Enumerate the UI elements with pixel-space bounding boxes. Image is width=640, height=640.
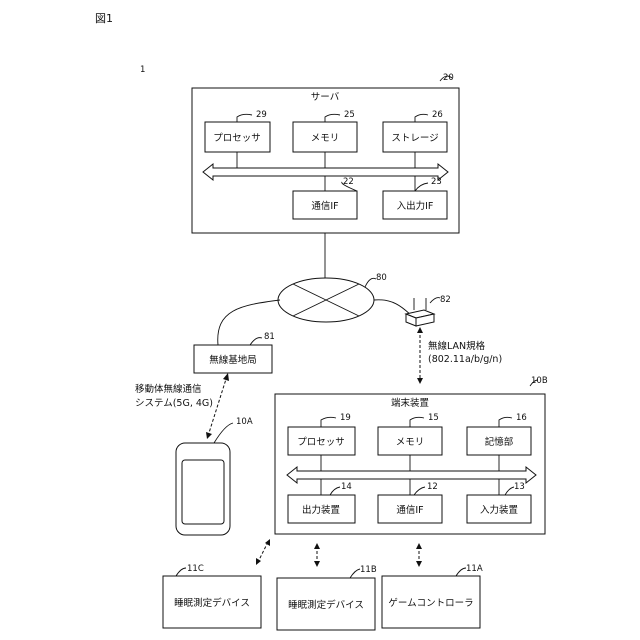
server-label: サーバ [311,92,340,103]
processor-terminal-label: プロセッサ [297,437,345,448]
server-ref: 20 [443,73,454,83]
wireless-base-leader [250,338,262,345]
router-leader [430,298,440,303]
sleep-device-c-label: 睡眠測定デバイス [174,597,250,609]
io-if-server-label: 入出力IF [397,200,434,212]
processor-terminal-ref: 19 [340,413,351,423]
system-ref: 1 [140,65,145,75]
terminal-ref: 10B [531,376,548,386]
storage-terminal-label: 記憶部 [485,436,514,448]
sleep-device-b-ref: 11B [360,565,377,575]
comm-if-terminal-ref: 12 [427,482,438,492]
comm-if-server-label: 通信IF [311,200,338,212]
sleep-device-b-label: 睡眠測定デバイス [288,599,364,611]
wireless-base-ref: 81 [264,332,275,342]
terminal-label: 端末装置 [391,397,429,409]
memory-server-label: メモリ [311,133,340,144]
router-ref: 82 [440,295,451,305]
memory-terminal-ref: 15 [428,413,439,423]
mobile-arrow-down [206,432,212,439]
io-if-server-ref: 23 [431,177,442,187]
smartphone-leader [214,423,233,443]
mobile-label-1: 移動体無線通信 [135,383,202,395]
smartphone-ref: 10A [236,417,253,427]
game-controller-label: ゲームコントローラ [388,597,473,609]
device-a-arrow-down [416,561,422,567]
device-a-arrow-up [416,543,422,549]
comm-if-server-ref: 22 [343,177,354,187]
processor-server-ref: 29 [256,110,267,120]
sleep-device-c-leader [176,568,186,576]
storage-server-label: ストレージ [391,133,438,144]
wlan-arrow-up [417,327,423,333]
network-ref: 80 [376,273,387,283]
input-terminal-label: 入力装置 [480,504,518,516]
device-b-arrow-up [314,543,320,549]
memory-server-ref: 25 [344,110,355,120]
comm-if-terminal-label: 通信IF [396,504,423,516]
sleep-device-b-leader [350,569,360,578]
processor-server-label: プロセッサ [213,133,261,144]
network-leader [365,278,376,287]
input-terminal-ref: 13 [514,482,525,492]
device-c-arrow-up [265,539,270,546]
smartphone-screen [182,460,224,524]
game-controller-leader [456,568,466,576]
figure-label: 図1 [95,12,113,25]
storage-server-ref: 26 [432,110,443,120]
wlan-label-2: (802.11a/b/g/n) [428,354,502,365]
output-terminal-ref: 14 [341,482,352,492]
wlan-arrow-down [417,378,423,384]
wlan-label-1: 無線LAN規格 [428,340,486,352]
mobile-arrow-up [223,373,229,381]
memory-terminal-label: メモリ [396,437,425,448]
game-controller-ref: 11A [466,564,483,574]
mobile-label-2: システム(5G, 4G) [135,398,213,409]
storage-terminal-ref: 16 [516,413,527,423]
device-b-arrow-down [314,561,320,567]
router-icon [406,298,434,326]
sleep-device-c-ref: 11C [187,564,204,574]
output-terminal-label: 出力装置 [302,504,340,516]
device-c-dashed-link [258,542,268,562]
device-c-arrow-down [256,558,261,565]
wireless-base-label: 無線基地局 [209,354,257,366]
